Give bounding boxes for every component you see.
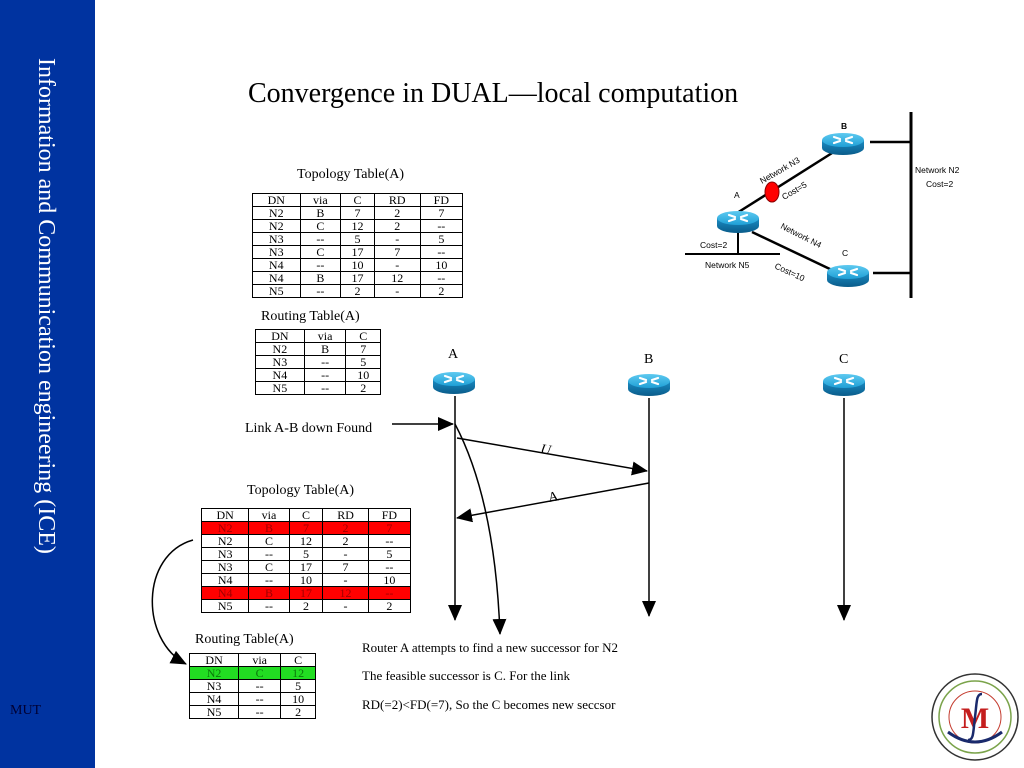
table-cell: -- [303,381,347,395]
local-computation-arrow [454,423,507,635]
table-row: N5--2 [188,705,316,719]
router-a-label: A [734,190,740,200]
routing-table-2-caption: Routing Table(A) [195,632,294,647]
sequence-diagram: A B C U A [392,347,867,635]
network-n5-label: Network N5 [705,260,750,270]
router-c-label: C [842,248,848,258]
column-header: FD [367,508,412,522]
link-down-event-label: Link A-B down Found [245,421,373,436]
network-n4-label: Network N4 [779,221,823,250]
table-cell: N5 [252,284,301,298]
seq-router-c-label: C [839,352,848,367]
link-a-c [751,230,833,272]
table-cell: N3 [255,355,305,369]
network-n4-cost: Cost=10 [773,261,806,284]
table-cell: N3 [188,679,240,693]
table-cell: N5 [188,705,240,719]
topology-table-2-caption: Topology Table(A) [247,483,355,498]
table-cell: -- [299,284,342,298]
table-cell: 12 [288,534,324,548]
table-row: N4--10 [255,368,381,382]
sidebar: Information and Communication engineerin… [0,0,95,768]
router-a-icon [715,209,761,235]
link-a-b [736,146,841,215]
table-cell: N2 [252,219,301,233]
table-cell: 10 [340,258,375,272]
message-ack-arrow [456,482,650,523]
table-cell: -- [248,599,290,613]
table-cell: C [238,666,282,680]
table-row: N5--2 [255,381,381,395]
table-row: N5--2-2 [252,284,464,298]
table-cell: 2 [322,521,369,535]
table-cell: 2 [367,599,412,613]
column-header: DN [200,508,250,522]
network-n3-label: Network N3 [758,155,802,186]
network-n2-label: Network N2 [915,165,960,175]
message-update-label: U [539,442,552,459]
link-failure-marker [764,181,780,203]
table-cell: N4 [200,586,250,600]
table-cell: 2 [419,284,464,298]
description-line-3: RD(=2)<FD(=7), So the C becomes new secc… [362,697,616,712]
router-b-label: B [841,121,847,131]
seq-router-b-label: B [644,352,653,367]
slide-title: Convergence in DUAL—local computation [248,78,739,109]
topology-diagram: A B C Network N3 Cost=5 Network N2 Cost=… [685,112,960,298]
column-header: DN [188,653,240,667]
seq-router-c-icon [821,372,867,398]
network-n5-cost: Cost=2 [700,240,727,250]
table-cell: 7 [288,521,324,535]
router-b-icon [820,131,866,157]
table-cell: N5 [255,381,305,395]
column-header: RD [373,193,421,207]
seq-router-a-label: A [448,347,459,362]
table-cell: -- [238,705,282,719]
seq-router-b-icon [626,372,672,398]
table-cell: N2 [252,206,301,220]
router-c-icon [825,263,871,289]
table-cell: 2 [345,381,381,395]
network-n2-cost: Cost=2 [926,179,953,189]
sidebar-footer: MUT [10,703,42,718]
table-cell: N4 [200,573,250,587]
message-ack-label: A [547,489,560,506]
table-cell: N5 [200,599,250,613]
table-row: N3--5 [188,679,316,693]
message-update-arrow [456,437,648,476]
table-cell: N2 [200,521,250,535]
table-cell: 2 [340,284,375,298]
university-logo: M [931,673,1019,761]
description-line-1: Router A attempts to find a new successo… [362,640,618,655]
seq-router-a-icon [431,370,477,396]
table-cell: 2 [280,705,316,719]
table-cell: B [248,521,290,535]
table-update-arrow [151,539,194,665]
description-line-2: The feasible successor is C. For the lin… [362,668,570,683]
routing-table-1-caption: Routing Table(A) [261,309,360,324]
table-cell: 12 [280,666,316,680]
table-row: N5--2-2 [200,599,412,613]
table-cell: N2 [188,666,240,680]
table-cell: 17 [288,586,324,600]
sidebar-title: Information and Communication engineerin… [33,58,59,554]
topology-table-1-caption: Topology Table(A) [297,167,405,182]
table-cell: 12 [322,586,369,600]
